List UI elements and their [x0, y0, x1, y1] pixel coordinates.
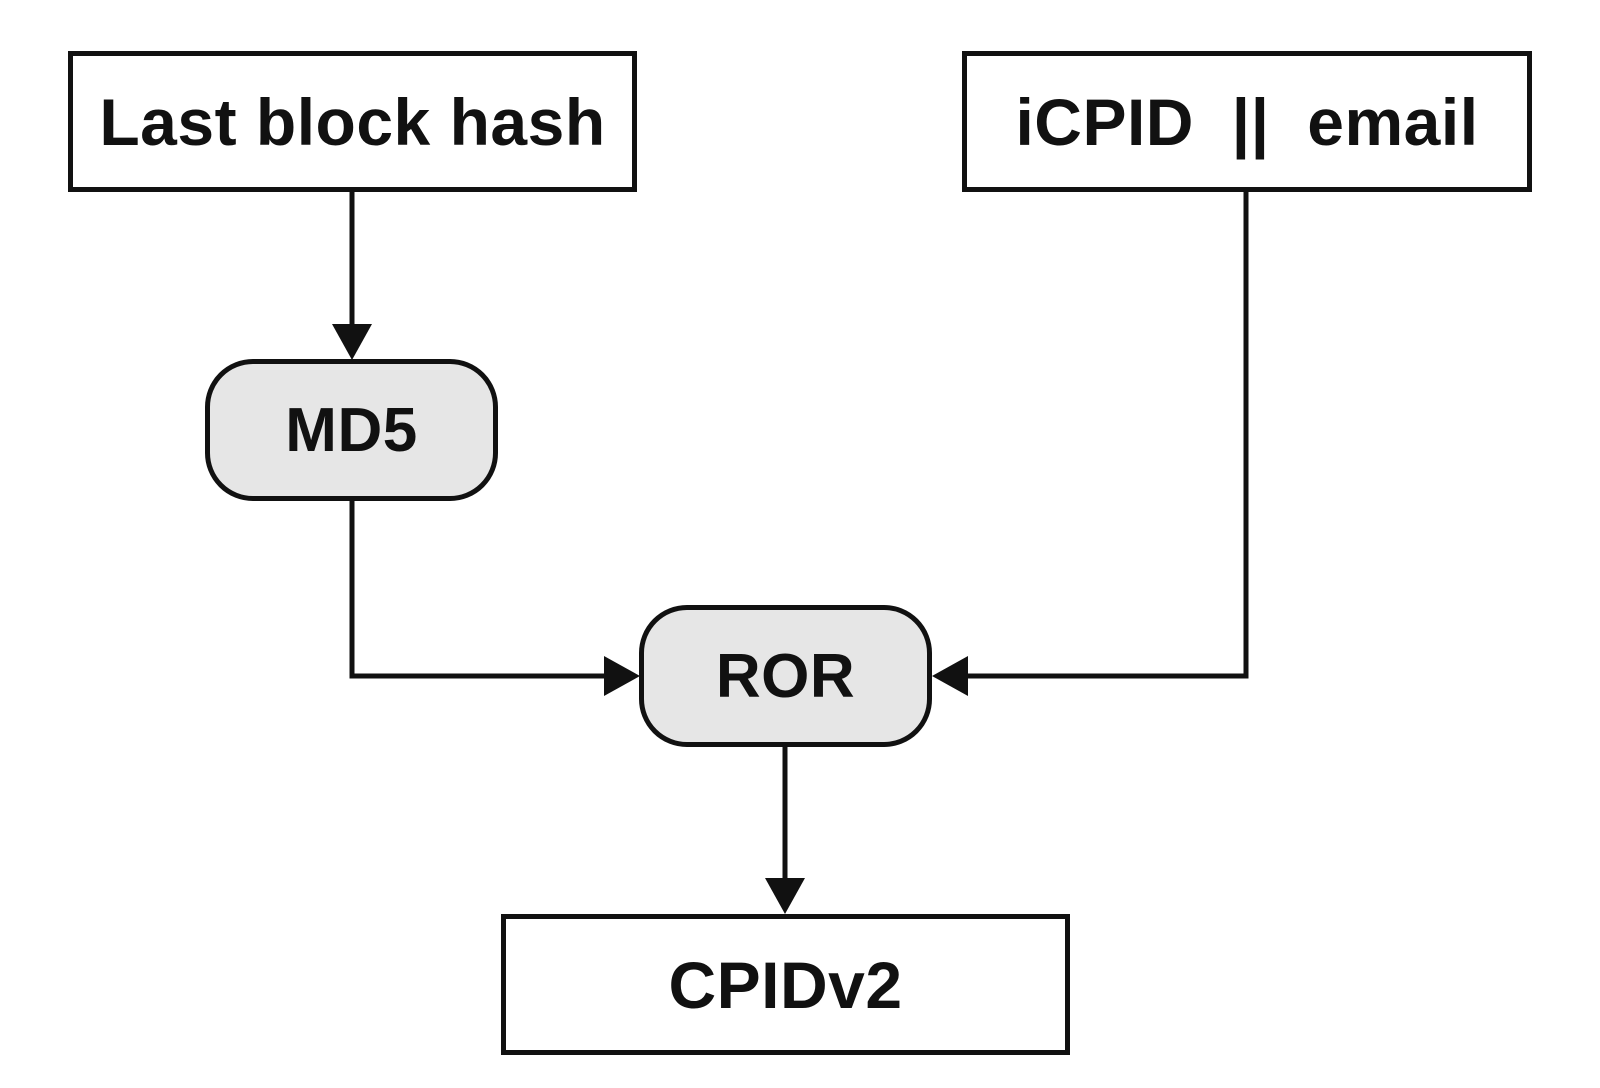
- icpid-email-label: iCPID || email: [1015, 84, 1479, 159]
- ror-label: ROR: [715, 641, 856, 711]
- md5-label: MD5: [285, 395, 418, 465]
- md5-process-box: MD5: [205, 359, 498, 501]
- arrow-icpid-to-ror: [932, 192, 1249, 696]
- arrow-md5-to-ror: [349, 501, 640, 696]
- cpidv2-label: CPIDv2: [668, 947, 903, 1022]
- last-block-hash-box: Last block hash: [68, 51, 637, 192]
- icpid-email-box: iCPID || email: [962, 51, 1532, 192]
- ror-process-box: ROR: [639, 605, 932, 747]
- arrow-hash-to-md5: [332, 192, 372, 360]
- last-block-hash-label: Last block hash: [99, 84, 606, 159]
- arrow-ror-to-cpidv2: [765, 747, 805, 914]
- cpidv2-output-box: CPIDv2: [501, 914, 1070, 1055]
